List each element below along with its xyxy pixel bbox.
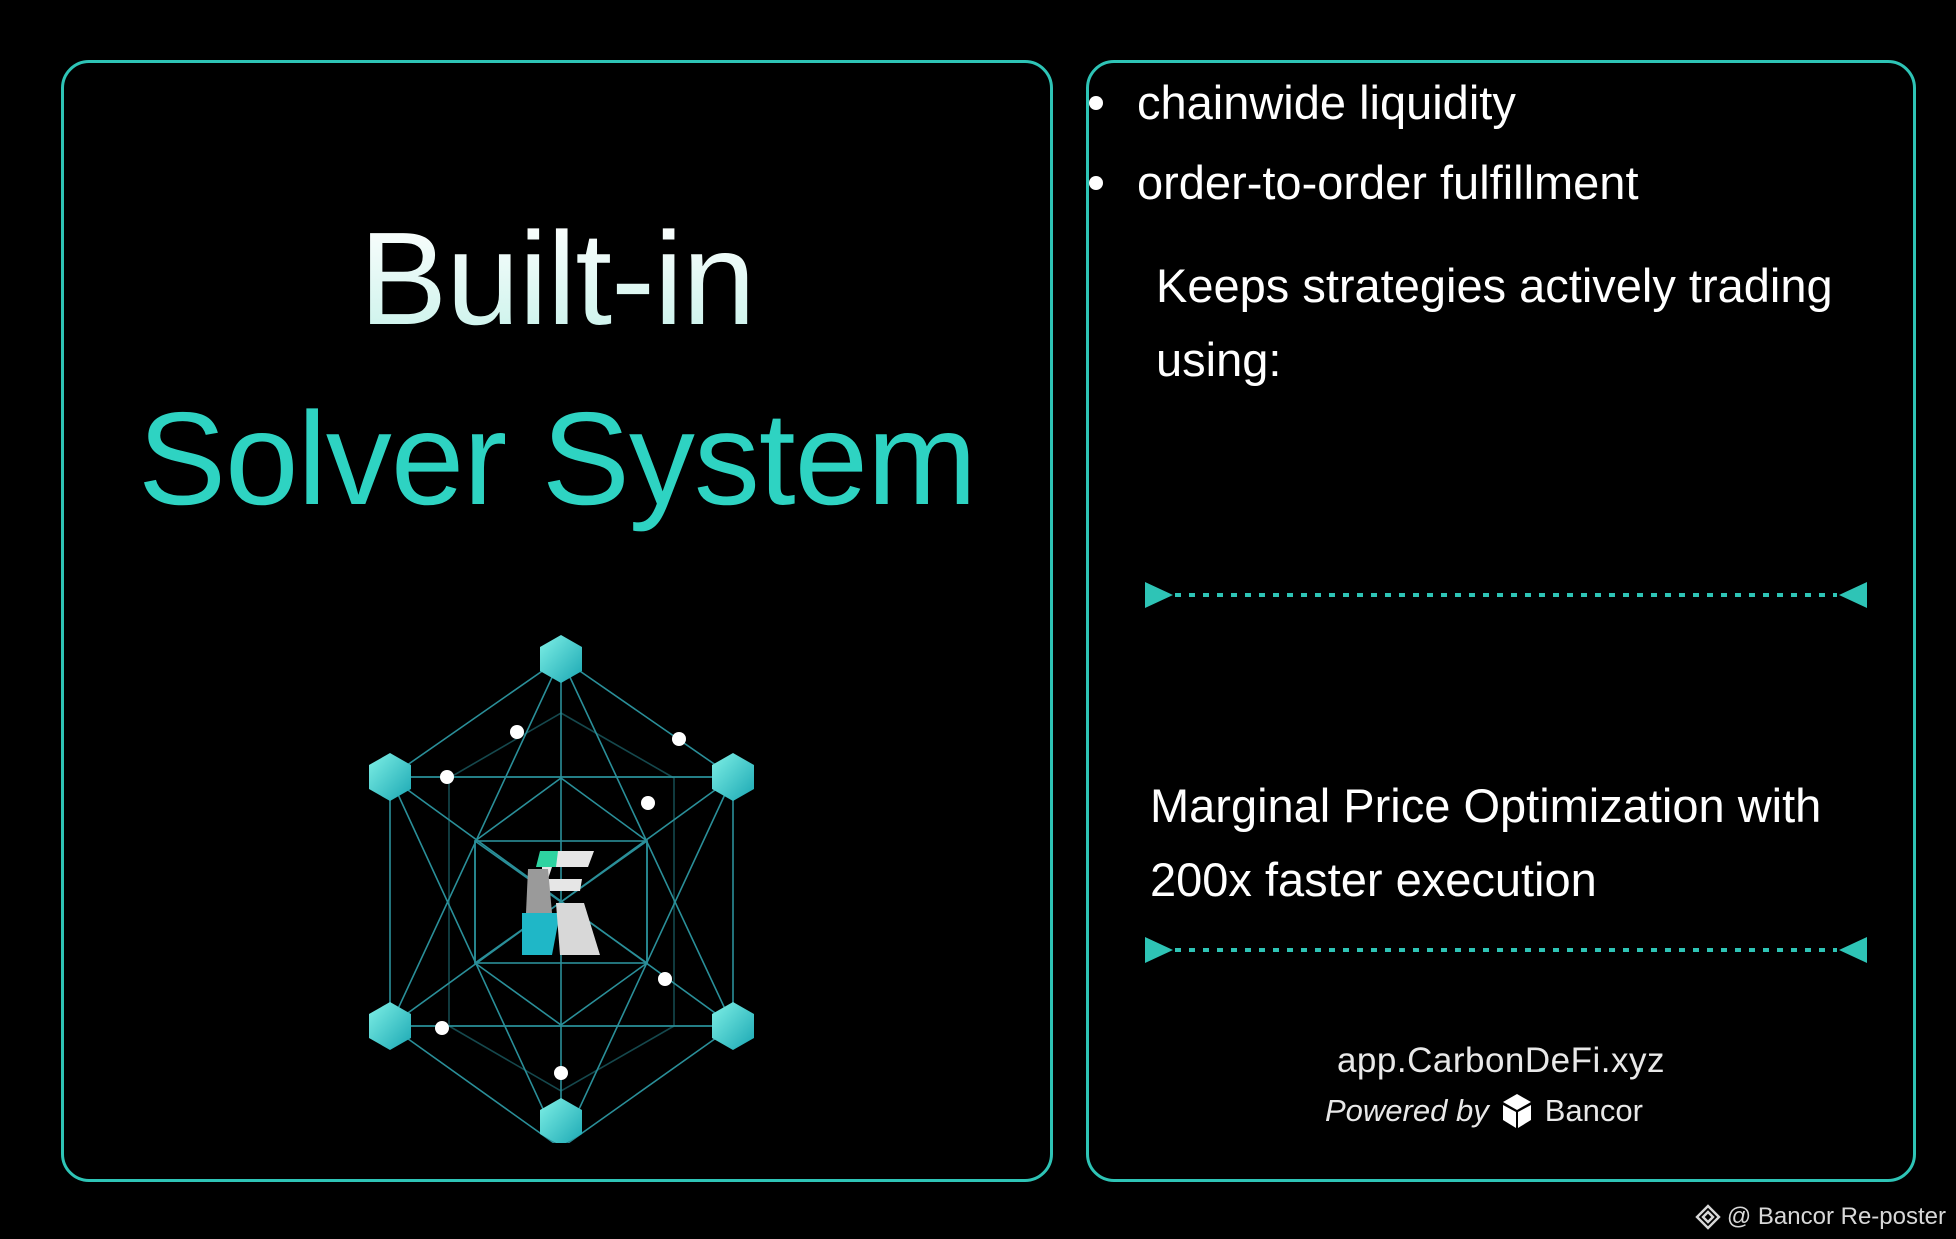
right-panel: Keeps strategies actively trading using:…: [1086, 60, 1916, 1182]
arrow-right-icon: [1145, 937, 1173, 963]
optimization-text: Marginal Price Optimization with 200x fa…: [1150, 779, 1822, 906]
intro-text: Keeps strategies actively trading using:: [1156, 259, 1833, 386]
bancor-logo-icon: [1502, 1094, 1531, 1128]
bullet-text: order-to-order fulfillment: [1137, 156, 1639, 209]
bancor-brand: Bancor: [1544, 1093, 1643, 1128]
powered-by-label: Powered by: [1325, 1093, 1489, 1128]
arrow-left-icon: [1839, 582, 1867, 608]
dotted-divider: [1145, 582, 1867, 608]
title-line-1: Built-in: [64, 213, 1050, 345]
bullet-text: chainwide liquidity: [1137, 76, 1516, 129]
arrow-right-icon: [1145, 582, 1173, 608]
left-panel: Built-in Solver System: [61, 60, 1053, 1182]
reposter-icon: [1695, 1204, 1721, 1230]
powered-by: Powered by Bancor: [1325, 1093, 1643, 1129]
app-url-link[interactable]: app.CarbonDeFi.xyz: [1336, 1041, 1666, 1080]
carbon-logo-icon: [522, 851, 600, 955]
bullet-list: chainwide liquidity order-to-order fulfi…: [1089, 63, 1913, 223]
bullet-dot-icon: [1089, 96, 1103, 110]
watermark-text: @ Bancor Re-poster: [1726, 1203, 1946, 1230]
title-line-2: Solver System: [138, 385, 977, 532]
bullet-dot-icon: [1089, 176, 1103, 190]
watermark: @ Bancor Re-poster: [1695, 1203, 1946, 1231]
network-hexagon-icon: [369, 635, 754, 1143]
dotted-divider: [1145, 937, 1867, 963]
list-item: order-to-order fulfillment: [1089, 143, 1913, 223]
arrow-left-icon: [1839, 937, 1867, 963]
list-item: chainwide liquidity: [1089, 63, 1913, 143]
